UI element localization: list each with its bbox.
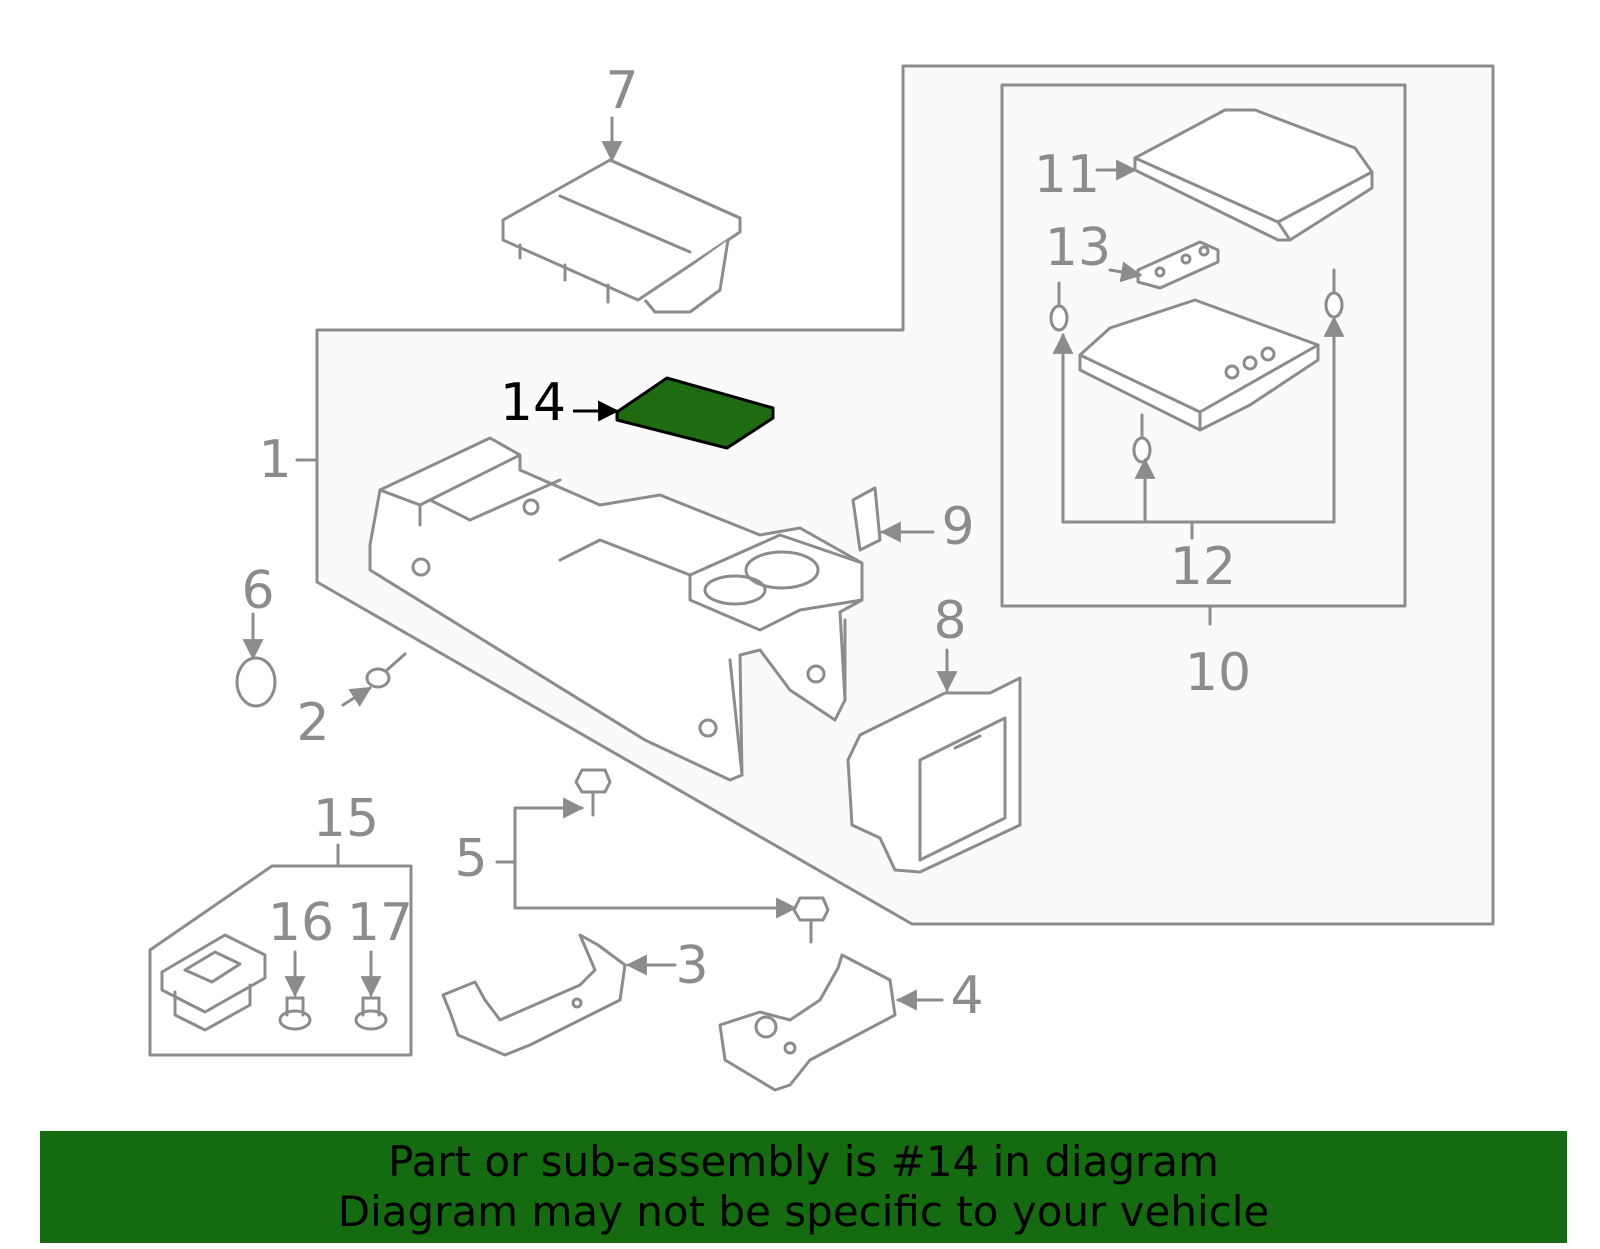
callout-3: 3: [675, 936, 708, 996]
part-6-ring[interactable]: [235, 656, 277, 708]
callout-4: 4: [950, 966, 983, 1026]
part-8-rear-panel[interactable]: [846, 676, 1022, 874]
banner-line-2: Diagram may not be specific to your vehi…: [337, 1187, 1270, 1236]
callout-1: 1: [258, 430, 291, 490]
callout-2: 2: [296, 693, 329, 753]
callout-14: 14: [500, 373, 566, 433]
callout-16: 16: [268, 893, 334, 953]
callout-17: 17: [347, 893, 413, 953]
part-15-switch[interactable]: [160, 933, 267, 1032]
callout-9: 9: [941, 497, 974, 557]
part-3-bracket[interactable]: [441, 933, 627, 1057]
callout-11: 11: [1034, 145, 1100, 205]
callout-10: 10: [1185, 643, 1251, 703]
part-1-floor-console[interactable]: [368, 436, 864, 782]
callout-15: 15: [313, 789, 379, 849]
part-7-lid-tray[interactable]: [501, 158, 742, 314]
banner-line-1: Part or sub-assembly is #14 in diagram: [388, 1137, 1219, 1186]
callout-6: 6: [241, 561, 274, 621]
leader-lines: [242, 116, 1345, 1011]
callout-13: 13: [1045, 218, 1111, 278]
callout-12: 12: [1170, 537, 1236, 597]
info-banner: Part or sub-assembly is #14 in diagram D…: [40, 1131, 1567, 1243]
callout-7: 7: [605, 61, 638, 121]
part-2-screw[interactable]: [365, 652, 407, 689]
part-12-armrest-base[interactable]: [1049, 268, 1344, 464]
part-11-armrest-pad[interactable]: [1133, 108, 1374, 242]
callout-5: 5: [454, 829, 487, 889]
part-5-bolts[interactable]: [574, 768, 830, 944]
callout-8: 8: [933, 591, 966, 651]
part-17-pin[interactable]: [354, 996, 388, 1031]
part-16-pin[interactable]: [278, 996, 312, 1031]
part-4-bracket[interactable]: [718, 953, 897, 1092]
